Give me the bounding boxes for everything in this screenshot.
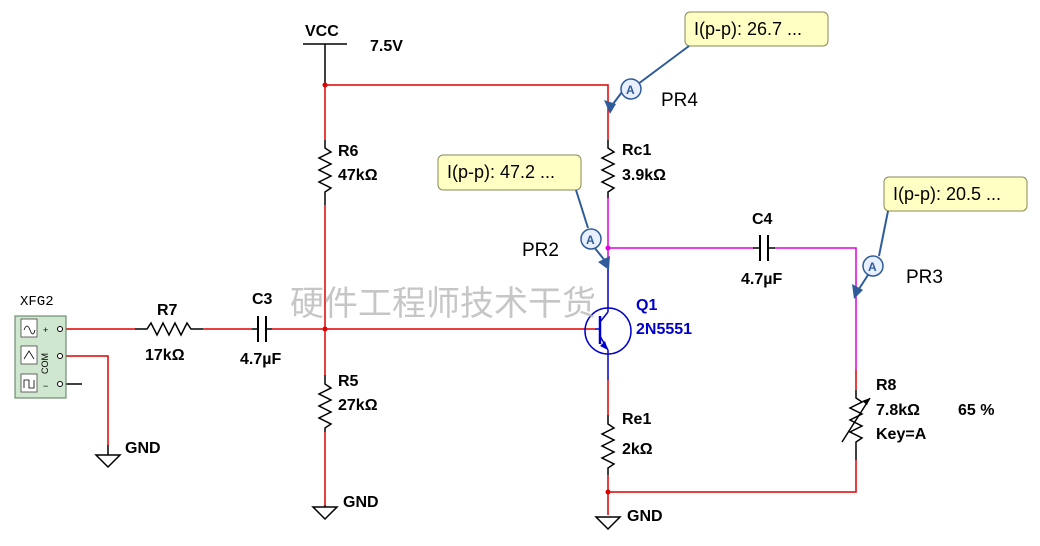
probe-pr3[interactable]: I(p-p): 20.5 ... A PR3 xyxy=(852,176,1028,299)
vcc-supply[interactable]: VCC 7.5V xyxy=(303,23,403,55)
capacitor-c4[interactable]: C4 4.7µF xyxy=(741,211,782,288)
junction-dot xyxy=(605,245,611,251)
sine-wave-icon xyxy=(23,325,36,335)
resistor-r6[interactable]: R6 47kΩ xyxy=(317,140,378,205)
vcc-label: VCC xyxy=(305,23,339,40)
capacitor-c3[interactable]: C3 4.7µF xyxy=(240,291,281,368)
ground-emitter[interactable]: GND xyxy=(594,508,663,531)
junction-dot xyxy=(322,82,328,88)
r7-name: R7 xyxy=(157,302,178,319)
watermark-text: 硬件工程师技术干货 xyxy=(290,284,596,324)
potentiometer-r8[interactable]: R8 7.8kΩ 65 % Key=A xyxy=(841,377,994,460)
pr2-name: PR2 xyxy=(522,240,559,261)
q1-name: Q1 xyxy=(636,297,657,314)
square-wave-icon xyxy=(23,379,35,389)
resistor-r5[interactable]: R5 27kΩ xyxy=(317,373,378,432)
r6-value: 47kΩ xyxy=(338,167,378,184)
re1-name: Re1 xyxy=(622,411,651,428)
r8-key: Key=A xyxy=(876,426,927,443)
xfg2-label: XFG2 xyxy=(20,294,54,310)
transistor-q1[interactable]: Q1 2N5551 xyxy=(584,262,692,360)
r8-name: R8 xyxy=(876,377,897,394)
resistor-r7[interactable]: R7 17kΩ xyxy=(135,302,203,364)
r8-percent: 65 % xyxy=(958,402,994,419)
r5-name: R5 xyxy=(338,373,359,390)
xfg2-pin-minus: − xyxy=(43,381,48,391)
wires xyxy=(66,44,857,515)
c3-name: C3 xyxy=(252,291,273,308)
ammeter-icon: A xyxy=(586,233,595,247)
pr2-reading: I(p-p): 47.2 ... xyxy=(447,162,555,182)
junction-dot xyxy=(605,489,611,495)
c3-value: 4.7µF xyxy=(240,351,281,368)
probe-pr2[interactable]: I(p-p): 47.2 ... A PR2 xyxy=(437,154,610,270)
triangle-wave-icon xyxy=(23,350,35,360)
r8-value: 7.8kΩ xyxy=(876,402,920,419)
xfg2-pin-plus: + xyxy=(43,325,48,335)
c4-value: 4.7µF xyxy=(741,271,782,288)
pr3-reading: I(p-p): 20.5 ... xyxy=(893,184,1001,204)
pr3-name: PR3 xyxy=(906,267,943,288)
junction-dots xyxy=(322,82,611,495)
resistor-rc1[interactable]: Rc1 3.9kΩ xyxy=(600,140,666,198)
junction-dot xyxy=(322,326,328,332)
vcc-voltage: 7.5V xyxy=(370,38,403,55)
rc1-name: Rc1 xyxy=(622,142,651,159)
re1-value: 2kΩ xyxy=(622,441,653,458)
ammeter-icon: A xyxy=(626,83,635,97)
ammeter-icon: A xyxy=(868,260,877,274)
pr4-reading: I(p-p): 26.7 ... xyxy=(694,19,802,39)
function-generator-xfg2[interactable]: XFG2 + COM − xyxy=(14,294,67,399)
c4-name: C4 xyxy=(752,211,773,228)
ground-label: GND xyxy=(627,508,663,525)
q1-model: 2N5551 xyxy=(636,321,692,338)
ground-gen[interactable]: GND xyxy=(94,440,161,469)
ground-label: GND xyxy=(343,494,379,511)
rc1-value: 3.9kΩ xyxy=(622,167,666,184)
xfg2-pin-com: COM xyxy=(40,353,50,374)
probe-pr4[interactable]: I(p-p): 26.7 ... A PR4 xyxy=(604,11,829,114)
ground-label: GND xyxy=(125,440,161,457)
r5-value: 27kΩ xyxy=(338,397,378,414)
r6-name: R6 xyxy=(338,143,359,160)
ground-r5[interactable]: GND xyxy=(311,494,379,521)
pr4-name: PR4 xyxy=(661,90,698,111)
resistor-re1[interactable]: Re1 2kΩ xyxy=(600,411,653,475)
r7-value: 17kΩ xyxy=(145,347,185,364)
